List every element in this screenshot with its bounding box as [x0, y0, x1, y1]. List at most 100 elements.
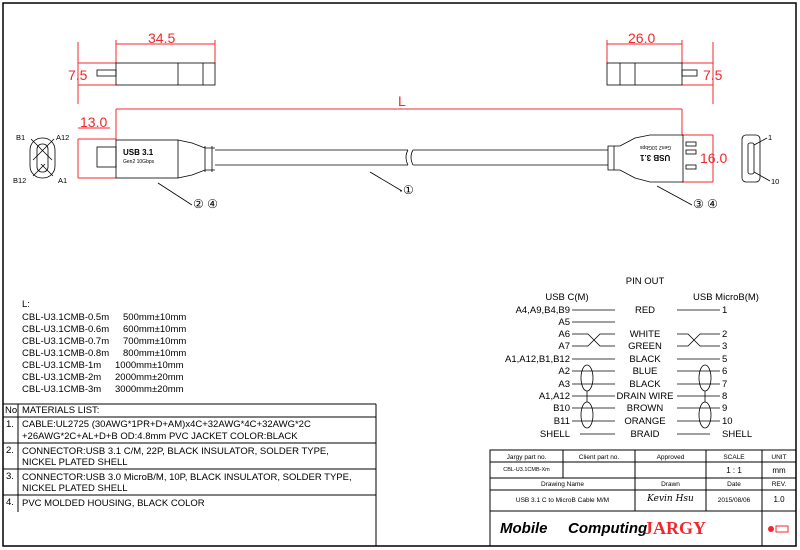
- drawn-label: Drawn: [661, 481, 680, 488]
- length-part: CBL-U3.1CMB-0.6m: [22, 324, 110, 335]
- unit-label: UNIT: [771, 454, 787, 461]
- jargy-part-label: Jargy part no.: [506, 454, 547, 461]
- materials-no-header: No: [5, 405, 18, 416]
- pinout-left-pin: A7: [558, 341, 570, 352]
- callout-mb-connector: ③ ④: [693, 197, 718, 211]
- dim-cable-length: L: [398, 93, 406, 109]
- logo-jargy: JARGY: [644, 518, 706, 538]
- material-desc: CONNECTOR:USB 3.0 MicroB/M, 10P, BLACK I…: [22, 472, 352, 483]
- pinout-right-pin: 6: [722, 366, 728, 377]
- material-desc: CONNECTOR:USB 3.1 C/M, 22P, BLACK INSULA…: [22, 446, 329, 457]
- length-value: 700mm±10mm: [123, 336, 187, 347]
- jargy-part-value: CBL-U3.1CMB-Xm: [503, 467, 550, 473]
- connector-outlines: [29, 62, 771, 206]
- materials-header: MATERIALS LIST:: [22, 405, 100, 416]
- material-desc: NICKEL PLATED SHELL: [22, 457, 128, 468]
- mb-pin-label-1: 1: [768, 133, 773, 142]
- length-value: 2000mm±20mm: [115, 372, 184, 383]
- material-desc: CABLE:UL2725 (30AWG*1PR+D+AM)x4C+32AWG*4…: [22, 419, 311, 430]
- pinout-right-pin: 10: [722, 416, 733, 427]
- pinout-wire-color: BLACK: [629, 354, 661, 365]
- pinout-left-pin: B11: [553, 416, 570, 427]
- pinout-wire-color: ORANGE: [624, 416, 666, 427]
- date-value: 2015/08/06: [717, 497, 751, 504]
- mb-plug-label: USB 3.1: [640, 153, 671, 162]
- pinout-right-pin: 8: [722, 391, 728, 402]
- dim-mb-height: 7.5: [703, 67, 723, 83]
- pinout-wire-color: BROWN: [626, 403, 664, 414]
- pinout-wire-color: GREEN: [628, 341, 662, 352]
- length-list-title: L:: [22, 299, 30, 310]
- rev-label: REV.: [771, 481, 787, 488]
- drawing-name-label: Drawing Name: [541, 481, 584, 488]
- length-part: CBL-U3.1CMB-2m: [22, 372, 102, 383]
- dim-c-height: 7.5: [68, 67, 88, 83]
- unit-value: mm: [772, 466, 786, 475]
- material-desc: +26AWG*2C+AL+D+B OD:4.8mm PVC JACKET COL…: [22, 431, 298, 442]
- pinout-wire-color: DRAIN WIRE: [616, 391, 674, 402]
- pinout-left-pin: SHELL: [539, 429, 570, 440]
- client-part-label: Client part no.: [578, 454, 620, 461]
- scale-label: SCALE: [723, 454, 745, 461]
- pinout-left-pin: A1,A12: [538, 391, 570, 402]
- length-part: CBL-U3.1CMB-0.5m: [22, 312, 110, 323]
- length-part: CBL-U3.1CMB-0.8m: [22, 348, 110, 359]
- date-label: Date: [727, 481, 741, 488]
- pinout-title: PIN OUT: [625, 276, 665, 287]
- callout-c-connector: ② ④: [193, 197, 218, 211]
- material-desc: PVC MOLDED HOUSING, BLACK COLOR: [22, 498, 205, 509]
- pinout-right-pin: SHELL: [722, 429, 753, 440]
- pinout-wire-color: RED: [634, 305, 656, 316]
- material-no: 1.: [6, 419, 14, 430]
- length-value: 500mm±10mm: [123, 312, 187, 323]
- pinout-wire-color: WHITE: [629, 329, 661, 340]
- pinout-wire-color: BRAID: [630, 429, 660, 440]
- dim-mb-width: 16.0: [700, 150, 728, 166]
- material-no: 3.: [6, 471, 14, 482]
- plug-sublabel: Gen2 10Gbps: [123, 159, 155, 165]
- pinout-right-pin: 3: [722, 341, 728, 352]
- drawn-signature: Kevin Hsu: [647, 494, 694, 504]
- pin-label-a1: A1: [58, 176, 68, 185]
- mb-plug-sublabel: Gen2 10Gbps: [640, 144, 672, 150]
- pin-label-a12: A12: [56, 133, 70, 142]
- logo-mobile: Mobile: [500, 520, 548, 537]
- pinout-left-header: USB C(M): [545, 292, 589, 303]
- pinout-right-pin: 1: [722, 305, 728, 316]
- length-value: 800mm±10mm: [123, 348, 187, 359]
- pinout-left-pin: A4,A9,B4,B9: [515, 305, 570, 316]
- pinout-left-pin: A5: [558, 317, 570, 328]
- pinout-right-header: USB MicroB(M): [693, 292, 759, 303]
- drawing-name-value: USB 3.1 C to MicroB Cable M/M: [515, 497, 610, 504]
- plug-label: USB 3.1: [123, 148, 154, 157]
- pinout-left-pin: B10: [553, 403, 570, 414]
- callout-cable: ①: [403, 183, 414, 197]
- dim-c-length: 34.5: [148, 30, 176, 46]
- pin-label-b1: B1: [16, 133, 26, 142]
- material-no: 2.: [6, 445, 14, 456]
- pinout-right-pin: 5: [722, 354, 728, 365]
- approved-label: Approved: [656, 454, 685, 461]
- scale-value: 1 : 1: [726, 466, 742, 475]
- length-value: 600mm±10mm: [123, 324, 187, 335]
- dim-c-width: 13.0: [80, 114, 108, 130]
- table-grid: [3, 403, 797, 547]
- pinout-right-pin: 9: [722, 403, 728, 414]
- length-part: CBL-U3.1CMB-1m: [22, 360, 102, 371]
- pinout-lines: [572, 309, 720, 435]
- mb-pin-label-10: 10: [771, 177, 780, 186]
- length-part: CBL-U3.1CMB-3m: [22, 384, 102, 395]
- rev-value: 1.0: [773, 495, 785, 504]
- material-desc: NICKEL PLATED SHELL: [22, 483, 128, 494]
- pinout-left-pin: A3: [558, 379, 570, 390]
- pinout-right-pin: 2: [722, 329, 728, 340]
- logo-computing: Computing: [568, 520, 648, 537]
- pinout-wire-color: BLUE: [632, 366, 658, 377]
- pinout-wire-color: BLACK: [629, 379, 661, 390]
- logo-marks: [768, 525, 789, 533]
- length-value: 3000mm±20mm: [115, 384, 184, 395]
- pinout-right-pin: 7: [722, 379, 728, 390]
